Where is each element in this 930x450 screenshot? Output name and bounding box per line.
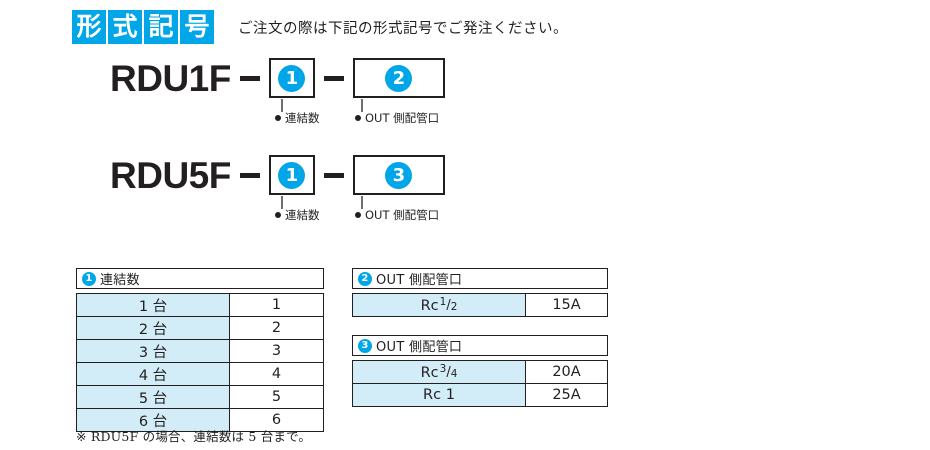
row-value: 4 [229, 362, 324, 386]
table-row: Rc3/4 20A [352, 360, 608, 384]
row-label-base: Rc [420, 297, 439, 314]
order-instruction-text: ご注文の際は下記の形式記号でご発注ください。 [238, 20, 568, 37]
leader-line-1b [361, 99, 363, 112]
row-label: 3 台 [76, 339, 230, 363]
table-row: 2 台 2 [76, 316, 324, 340]
fraction-denominator: 2 [450, 300, 458, 313]
fraction-numerator: 3 [439, 362, 447, 375]
callout-label: 連結数 [285, 208, 320, 222]
separator-dash-icon [239, 172, 260, 178]
leader-line-2a [281, 196, 283, 209]
footnote-text: ※ RDU5F の場合、連結数は 5 台まで。 [76, 429, 312, 444]
badge-number-2: 2 [358, 271, 372, 286]
table-title-text: OUT 側配管口 [376, 273, 463, 288]
fraction-denominator: 4 [450, 367, 458, 380]
table-2-grid: Rc1/2 15A [352, 293, 608, 317]
table-row: Rc1/2 15A [352, 293, 608, 317]
code-slot-3: 3 [352, 155, 445, 195]
table-title-text: OUT 側配管口 [376, 340, 463, 355]
callout-1a: 連結数 [275, 110, 320, 126]
bullet-dot-icon [355, 115, 361, 121]
model-code-row-rdu1f: RDU1F 1 2 [110, 58, 445, 98]
separator-dash-icon [323, 75, 344, 81]
model-name: RDU5F [110, 154, 231, 196]
row-value: 2 [229, 316, 324, 340]
badge-number-1: 1 [278, 64, 306, 92]
leader-line-2b [361, 196, 363, 209]
title-kanji-1: 形 [72, 10, 106, 44]
bullet-dot-icon [275, 115, 281, 121]
page-header: 形 式 記 号 ご注文の際は下記の形式記号でご発注ください。 [72, 10, 568, 44]
table-1-title-bar: 1 連結数 [76, 268, 324, 289]
badge-number-1: 1 [82, 271, 96, 286]
badge-number-1: 1 [278, 161, 306, 189]
callout-label: OUT 側配管口 [365, 208, 440, 222]
code-slot-1: 1 [268, 58, 315, 98]
row-value: 3 [229, 339, 324, 363]
table-out-port-rdu5f: 3 OUT 側配管口 Rc3/4 20A Rc 1 25A [352, 335, 608, 407]
table-renketsu-su: 1 連結数 1 台 1 2 台 2 3 台 3 4 台 4 5 台 5 [76, 268, 324, 432]
row-label: Rc1/2 [352, 293, 526, 317]
table-out-port-rdu1f: 2 OUT 側配管口 Rc1/2 15A [352, 268, 608, 317]
model-name: RDU1F [110, 57, 231, 99]
row-label: Rc 1 [352, 383, 526, 407]
table-row: 5 台 5 [76, 385, 324, 409]
row-label: 6 台 [76, 408, 230, 432]
callout-label: 連結数 [285, 111, 320, 125]
table-row: 6 台 6 [76, 408, 324, 432]
table-1-grid: 1 台 1 2 台 2 3 台 3 4 台 4 5 台 5 6 台 6 [76, 293, 324, 432]
callout-label: OUT 側配管口 [365, 111, 440, 125]
table-row: Rc 1 25A [352, 383, 608, 407]
badge-number-3: 3 [385, 161, 413, 189]
code-slot-1: 1 [268, 155, 315, 195]
row-label: 1 台 [76, 293, 230, 317]
callout-1b: OUT 側配管口 [355, 110, 439, 126]
fraction-numerator: 1 [439, 295, 447, 308]
fraction: 1/2 [439, 295, 458, 313]
row-label: 5 台 [76, 385, 230, 409]
fraction: 3/4 [439, 362, 458, 380]
row-value: 6 [229, 408, 324, 432]
title-kanji-4: 号 [180, 10, 214, 44]
row-label-base: Rc [420, 364, 439, 381]
callout-2b: OUT 側配管口 [355, 207, 439, 223]
table-3-grid: Rc3/4 20A Rc 1 25A [352, 360, 608, 407]
code-slot-2: 2 [352, 58, 445, 98]
row-value: 5 [229, 385, 324, 409]
callout-2a: 連結数 [275, 207, 320, 223]
table-title-text: 連結数 [100, 273, 140, 288]
badge-number-3: 3 [358, 338, 372, 353]
badge-number-2: 2 [385, 64, 413, 92]
table-row: 4 台 4 [76, 362, 324, 386]
bullet-dot-icon [355, 212, 361, 218]
model-code-row-rdu5f: RDU5F 1 3 [110, 155, 445, 195]
title-kanji-2: 式 [108, 10, 142, 44]
row-value: 20A [525, 360, 608, 384]
row-value: 1 [229, 293, 324, 317]
row-label: Rc3/4 [352, 360, 526, 384]
separator-dash-icon [239, 75, 260, 81]
table-2-title-bar: 2 OUT 側配管口 [352, 268, 608, 289]
separator-dash-icon [323, 172, 344, 178]
bullet-dot-icon [275, 212, 281, 218]
table-row: 1 台 1 [76, 293, 324, 317]
row-value: 15A [525, 293, 608, 317]
table-3-title-bar: 3 OUT 側配管口 [352, 335, 608, 356]
row-value: 25A [525, 383, 608, 407]
table-row: 3 台 3 [76, 339, 324, 363]
row-label: 4 台 [76, 362, 230, 386]
row-label: 2 台 [76, 316, 230, 340]
title-kanji-3: 記 [144, 10, 178, 44]
leader-line-1a [281, 99, 283, 112]
